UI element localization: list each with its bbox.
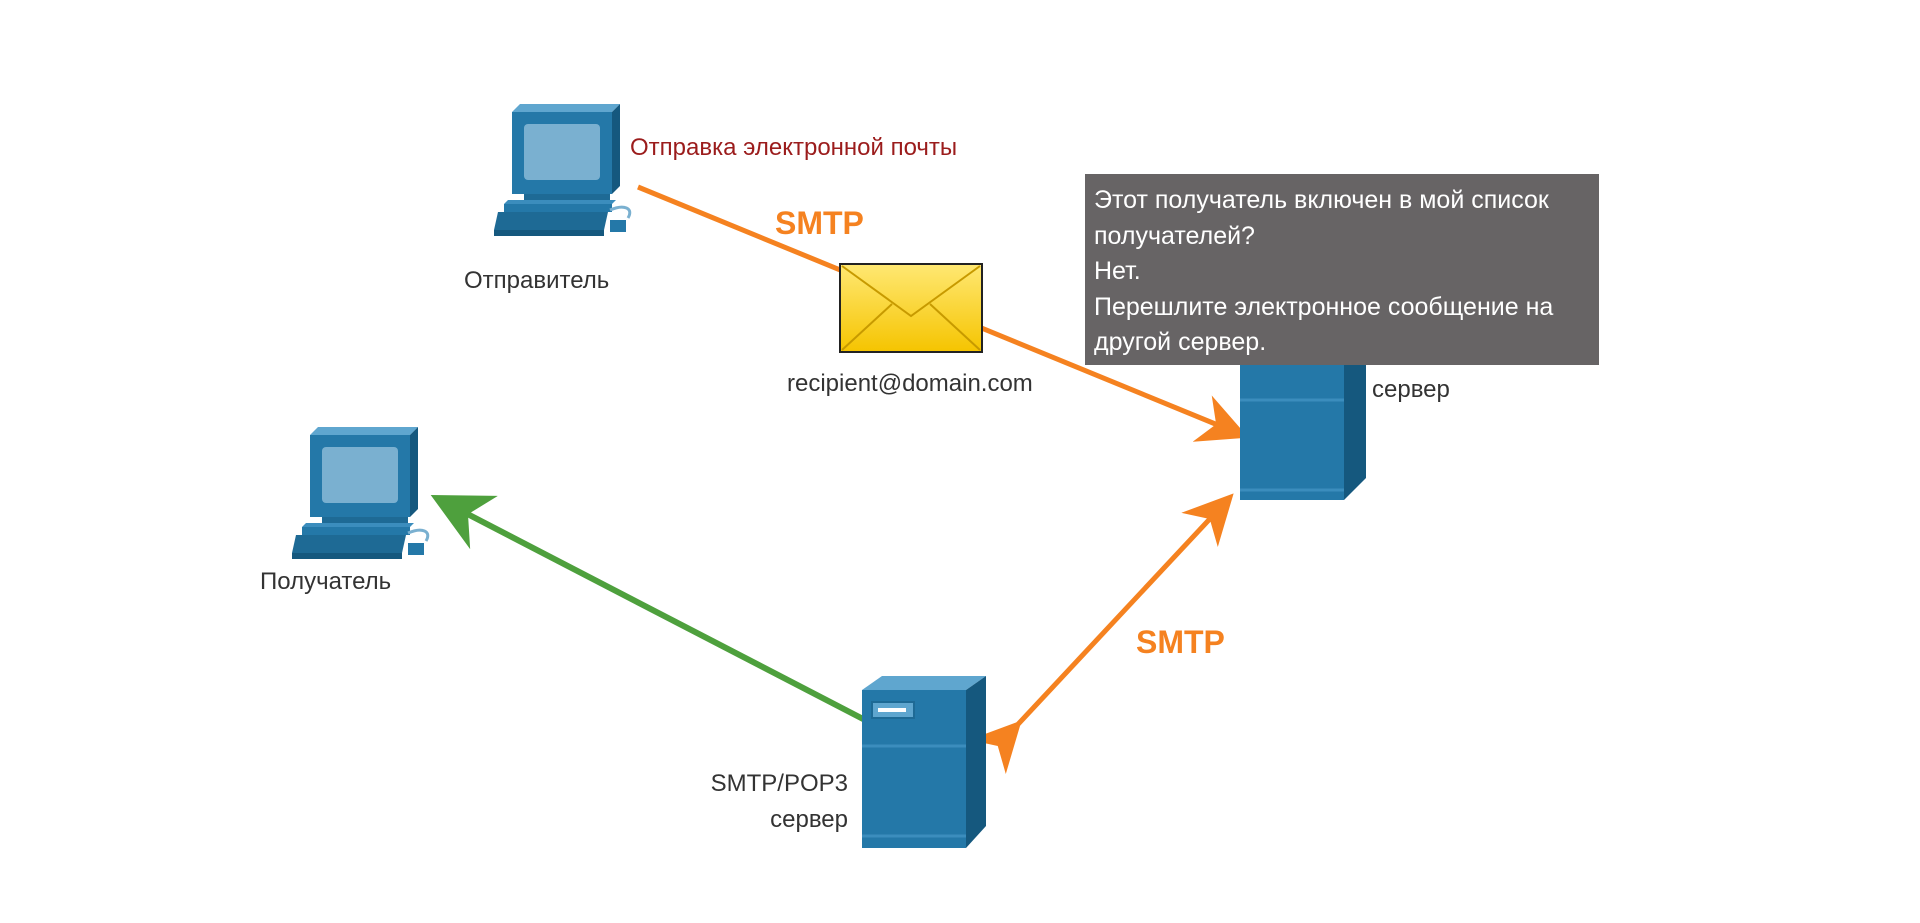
callout-line: получателей?	[1094, 221, 1255, 250]
sending-email-label: Отправка электронной почты	[630, 134, 957, 161]
top-server-label: сервер	[1372, 376, 1450, 403]
callout-line: Этот получатель включен в мой список	[1094, 186, 1549, 214]
email-envelope-icon	[839, 263, 983, 353]
sender-label: Отправитель	[464, 267, 609, 294]
sender-computer-icon	[494, 104, 632, 236]
callout-line: Перешлите электронное сообщение на	[1094, 292, 1554, 321]
pop3-arrow-to-recipient	[430, 494, 867, 723]
smtp-pop3-server-icon	[862, 676, 986, 848]
recipient-address-label: recipient@domain.com	[787, 370, 1033, 397]
recipient-computer-icon	[292, 427, 430, 559]
recipient-label: Получатель	[260, 568, 391, 595]
callout-line: другой сервер.	[1094, 328, 1267, 356]
smtp-label-top: SMTP	[775, 205, 864, 241]
server-decision-callout: Этот получатель включен в мой список пол…	[1085, 174, 1599, 365]
pop3-server-label-line1: SMTP/POP3	[711, 770, 848, 797]
callout-line: Нет.	[1094, 257, 1141, 285]
smtp-label-right: SMTP	[1136, 624, 1225, 660]
smtp-arrow-between-servers	[969, 493, 1234, 774]
pop3-server-label-line2: сервер	[770, 806, 848, 833]
smtp-server-icon	[1240, 346, 1366, 500]
